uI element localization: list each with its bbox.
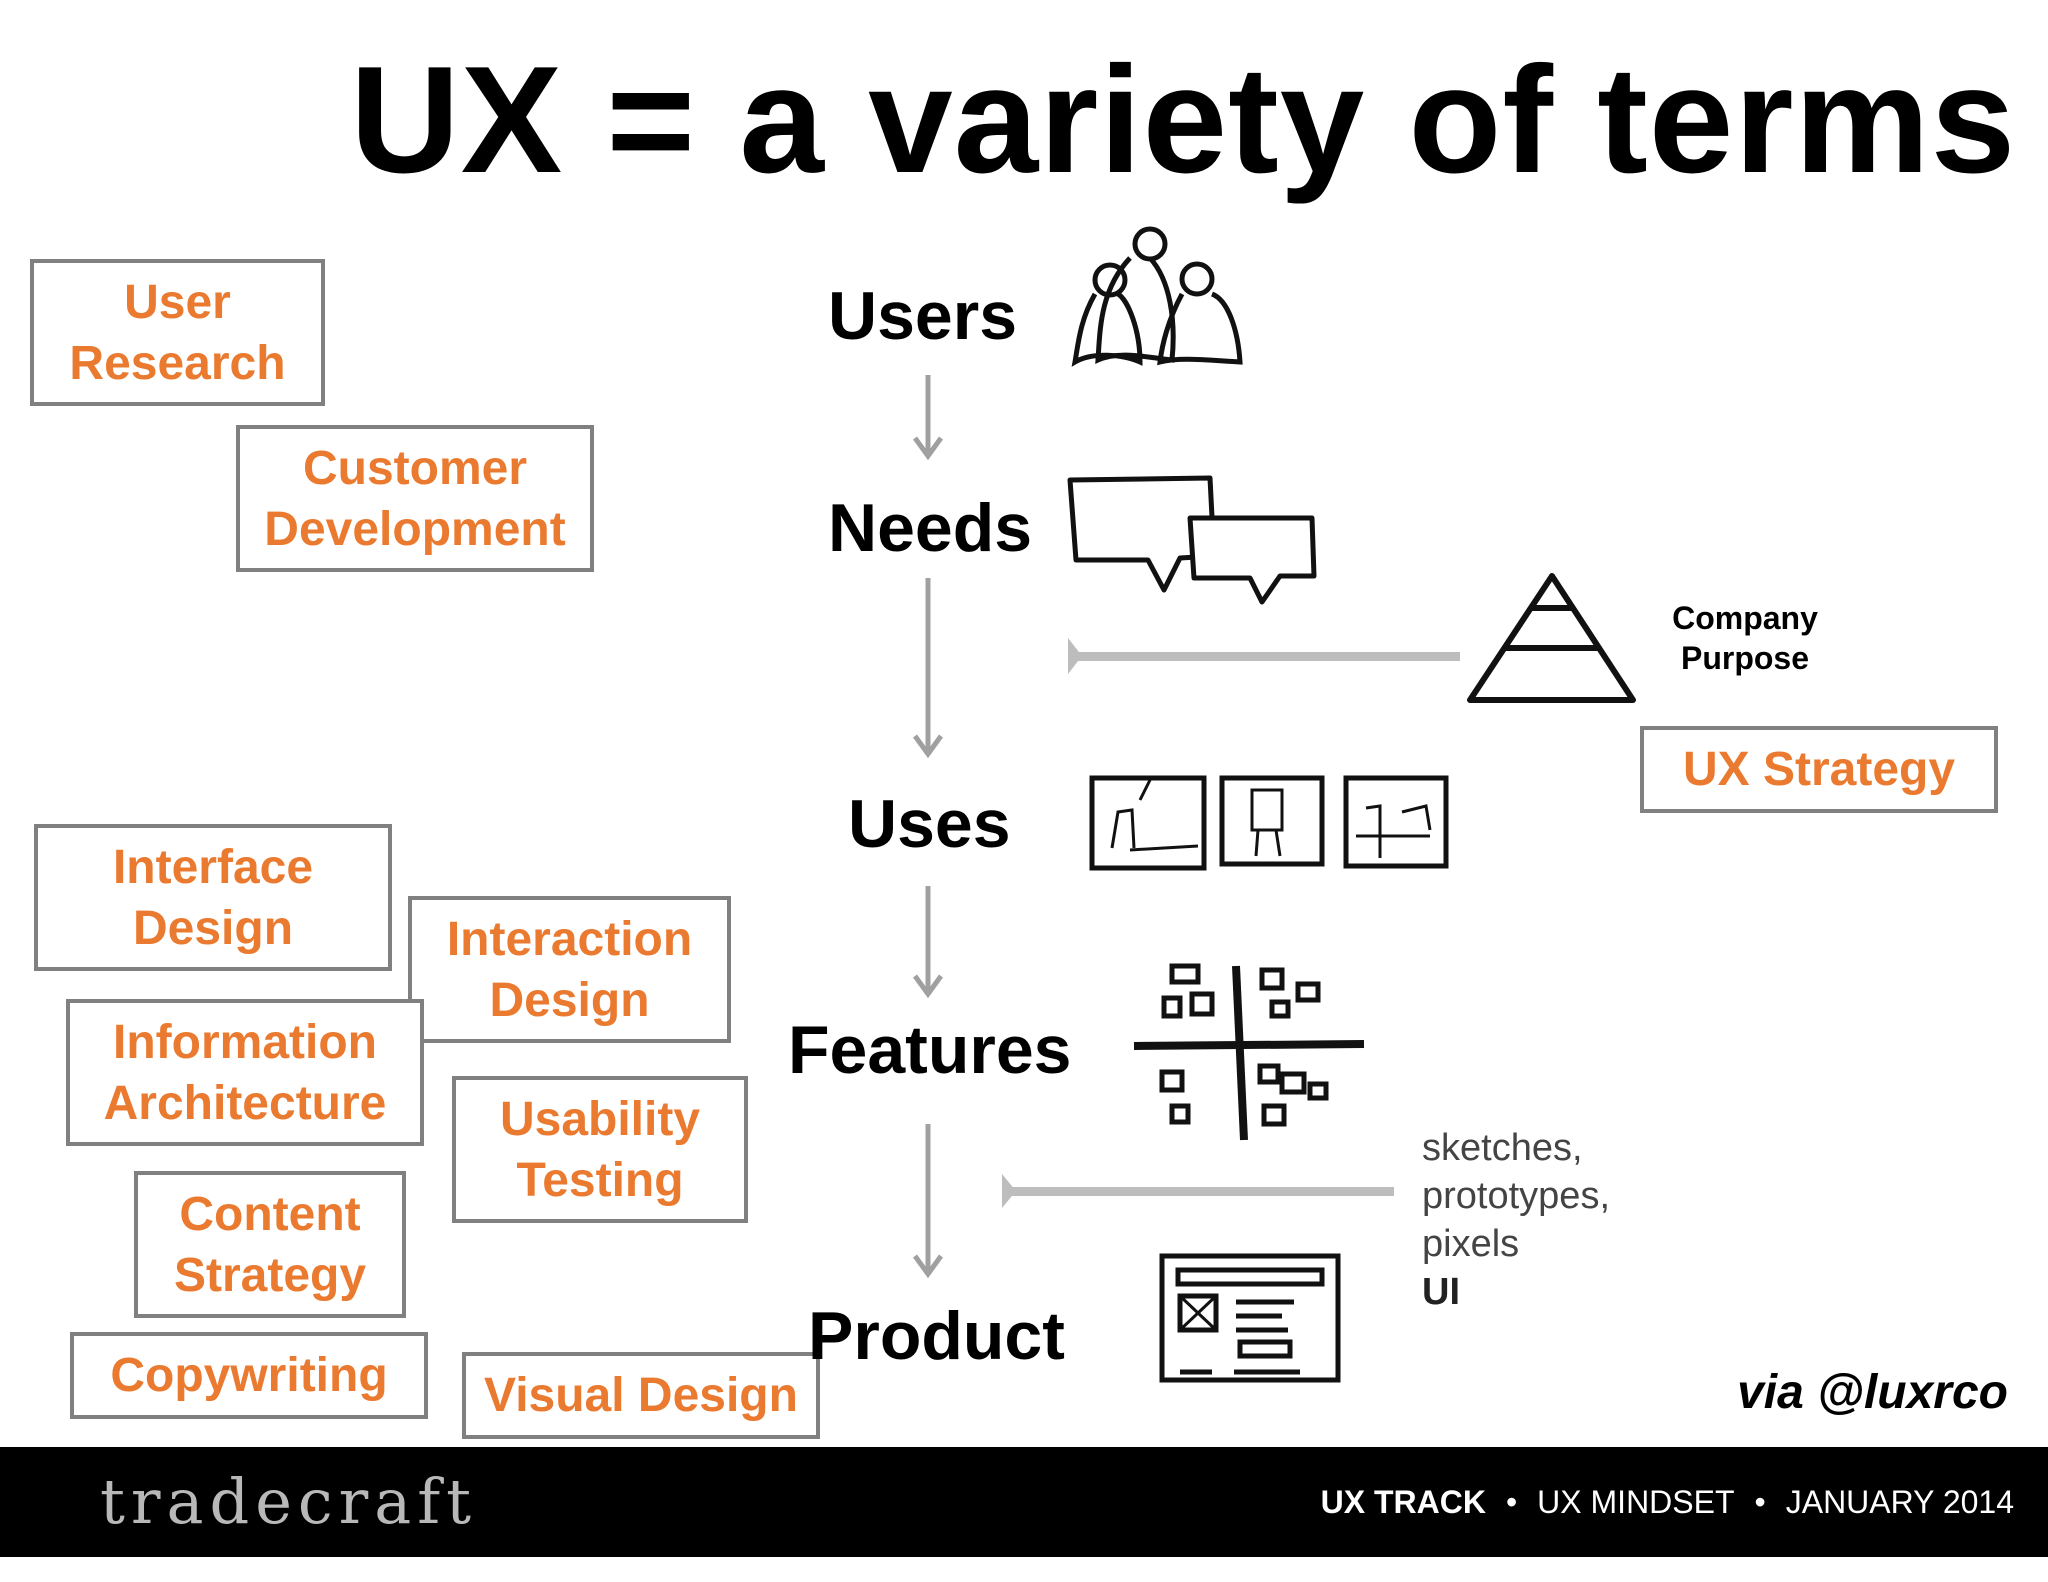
storyboard-frames-icon xyxy=(1089,775,1449,871)
brand-logo-text: tradecraft xyxy=(100,1465,478,1538)
footer-separator: • xyxy=(1505,1484,1518,1520)
flow-needs: Needs xyxy=(828,490,1033,566)
term-information-architecture: Information Architecture xyxy=(66,999,424,1146)
credit-text: via @luxrco xyxy=(1737,1366,2008,1419)
sketches-note: sketches, prototypes, pixels UI xyxy=(1422,1127,1610,1313)
footer-topic: UX MINDSET xyxy=(1537,1484,1735,1520)
term-visual-design: Visual Design xyxy=(462,1352,820,1439)
flow-arrows xyxy=(912,375,944,1279)
sticky-notes-quadrant-icon xyxy=(1133,963,1365,1141)
company-purpose-label: Company Purpose xyxy=(1672,600,1818,676)
flow-features: Features xyxy=(788,1012,1072,1088)
side-arrows xyxy=(1002,638,1460,1208)
footer-track: UX TRACK xyxy=(1320,1484,1486,1520)
term-content-strategy: Content Strategy xyxy=(134,1171,406,1318)
speech-bubbles-icon xyxy=(1067,475,1317,605)
term-customer-development: Customer Development xyxy=(236,425,594,572)
slide-title: UX = a variety of terms xyxy=(350,35,2017,205)
pyramid-icon xyxy=(1467,573,1636,703)
footer-bar xyxy=(0,1447,2048,1557)
term-ux-strategy: UX Strategy xyxy=(1640,726,1998,813)
wireframe-icon xyxy=(1159,1253,1341,1383)
users-group-icon xyxy=(1071,226,1243,367)
footer-info: UX TRACK • UX MINDSET • JANUARY 2014 xyxy=(1321,1480,2014,1524)
term-usability-testing: Usability Testing xyxy=(452,1076,748,1223)
flow-uses: Uses xyxy=(848,786,1011,862)
term-user-research: User Research xyxy=(30,259,325,406)
term-interface-design: Interface Design xyxy=(34,824,392,971)
term-interaction-design: Interaction Design xyxy=(408,896,731,1043)
term-copywriting: Copywriting xyxy=(70,1332,428,1419)
footer-date: JANUARY 2014 xyxy=(1785,1484,2014,1520)
flow-product: Product xyxy=(808,1298,1065,1374)
flow-users: Users xyxy=(828,278,1018,354)
footer-separator: • xyxy=(1754,1484,1766,1520)
